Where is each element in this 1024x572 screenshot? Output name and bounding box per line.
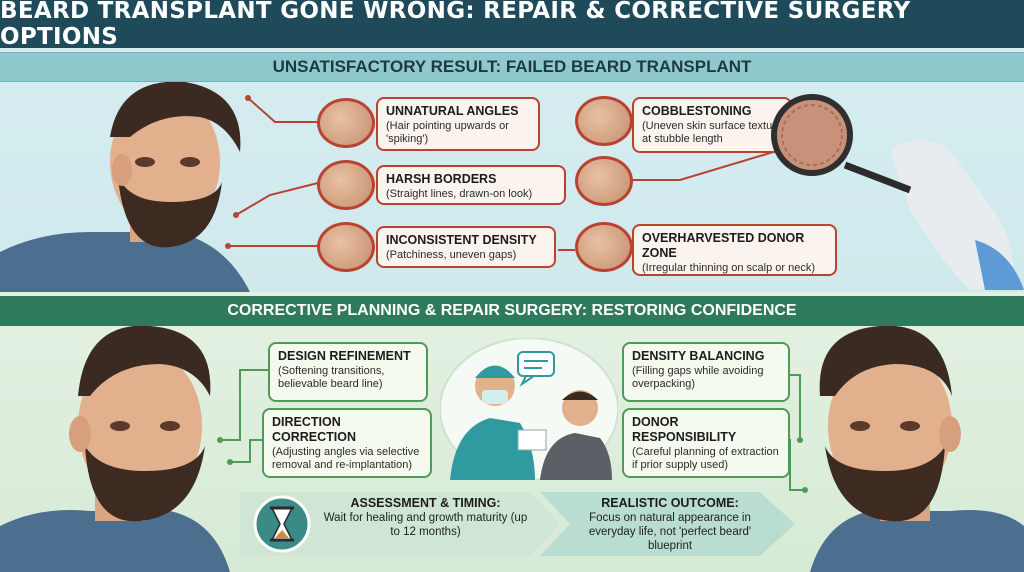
harsh-borders-thumbnail bbox=[317, 160, 375, 210]
speech-bubble-icon bbox=[517, 351, 555, 387]
solutions-banner-text: CORRECTIVE PLANNING & REPAIR SURGERY: RE… bbox=[227, 302, 797, 319]
magnifier-icon bbox=[771, 94, 1024, 290]
solution-title: DENSITY BALANCING bbox=[632, 349, 765, 363]
problem-card-overharvested-donor: OVERHARVESTED DONOR ZONE (Irregular thin… bbox=[632, 224, 837, 276]
solution-card-design-refinement: DESIGN REFINEMENT (Softening transitions… bbox=[268, 342, 428, 402]
timeline-title: ASSESSMENT & TIMING: bbox=[350, 496, 501, 510]
page-title: BEARD TRANSPLANT GONE WRONG: REPAIR & CO… bbox=[0, 0, 911, 50]
timeline-title: REALISTIC OUTCOME: bbox=[601, 496, 739, 510]
cobblestoning-thumbnail bbox=[575, 96, 633, 146]
solution-card-donor-responsibility: DONOR RESPONSIBILITY (Careful planning o… bbox=[622, 408, 790, 478]
unhappy-man-illustration bbox=[0, 82, 250, 292]
problem-card-unnatural-angles: UNNATURAL ANGLES (Hair pointing upwards … bbox=[376, 97, 540, 151]
timeline-desc: Focus on natural appearance in everyday … bbox=[588, 512, 752, 552]
solution-title: DONOR RESPONSIBILITY bbox=[632, 415, 737, 444]
problem-desc: (Irregular thinning on scalp or neck) bbox=[642, 262, 816, 274]
doctor-consultation-illustration bbox=[440, 338, 618, 480]
cobblestone-detail-thumbnail bbox=[575, 156, 633, 206]
timeline-arrows bbox=[240, 492, 795, 556]
timeline-assessment: ASSESSMENT & TIMING: Wait for healing an… bbox=[318, 496, 533, 539]
problems-banner: UNSATISFACTORY RESULT: FAILED BEARD TRAN… bbox=[0, 52, 1024, 82]
problem-desc: (Hair pointing upwards or 'spiking') bbox=[386, 120, 509, 145]
problem-desc: (Uneven skin surface texture at stubble … bbox=[642, 120, 783, 145]
confident-man-right-illustration bbox=[810, 326, 1024, 572]
unnatural-angles-thumbnail bbox=[317, 98, 375, 148]
timeline-outcome: REALISTIC OUTCOME: Focus on natural appe… bbox=[570, 496, 770, 553]
problem-title: INCONSISTENT DENSITY bbox=[386, 233, 537, 247]
confident-man-left-illustration bbox=[0, 326, 230, 572]
solution-desc: (Softening transitions, believable beard… bbox=[278, 365, 385, 390]
problem-title: OVERHARVESTED DONOR ZONE bbox=[642, 231, 805, 260]
solution-title: DESIGN REFINEMENT bbox=[278, 349, 411, 363]
hourglass-icon bbox=[253, 495, 311, 553]
donor-zone-thumbnail bbox=[575, 222, 633, 272]
page-title-bar: BEARD TRANSPLANT GONE WRONG: REPAIR & CO… bbox=[0, 0, 1024, 50]
problem-card-harsh-borders: HARSH BORDERS (Straight lines, drawn-on … bbox=[376, 165, 566, 205]
problem-title: UNNATURAL ANGLES bbox=[386, 104, 519, 118]
solution-desc: (Careful planning of extraction if prior… bbox=[632, 446, 779, 471]
problem-desc: (Straight lines, drawn-on look) bbox=[386, 188, 533, 200]
problem-card-inconsistent-density: INCONSISTENT DENSITY (Patchiness, uneven… bbox=[376, 226, 556, 268]
timeline-desc: Wait for healing and growth maturity (up… bbox=[323, 512, 528, 538]
problems-banner-text: UNSATISFACTORY RESULT: FAILED BEARD TRAN… bbox=[272, 57, 752, 76]
solution-desc: (Filling gaps while avoiding overpacking… bbox=[632, 365, 764, 390]
solution-card-direction-correction: DIRECTION CORRECTION (Adjusting angles v… bbox=[262, 408, 432, 478]
problem-card-cobblestoning: COBBLESTONING (Uneven skin surface textu… bbox=[632, 97, 792, 153]
solution-card-density-balancing: DENSITY BALANCING (Filling gaps while av… bbox=[622, 342, 790, 402]
solutions-banner: CORRECTIVE PLANNING & REPAIR SURGERY: RE… bbox=[0, 296, 1024, 326]
solution-desc: (Adjusting angles via selective removal … bbox=[272, 446, 420, 471]
problem-title: COBBLESTONING bbox=[642, 104, 752, 118]
problem-title: HARSH BORDERS bbox=[386, 172, 497, 186]
problem-desc: (Patchiness, uneven gaps) bbox=[386, 249, 517, 261]
solution-title: DIRECTION CORRECTION bbox=[272, 415, 357, 444]
inconsistent-density-thumbnail bbox=[317, 222, 375, 272]
